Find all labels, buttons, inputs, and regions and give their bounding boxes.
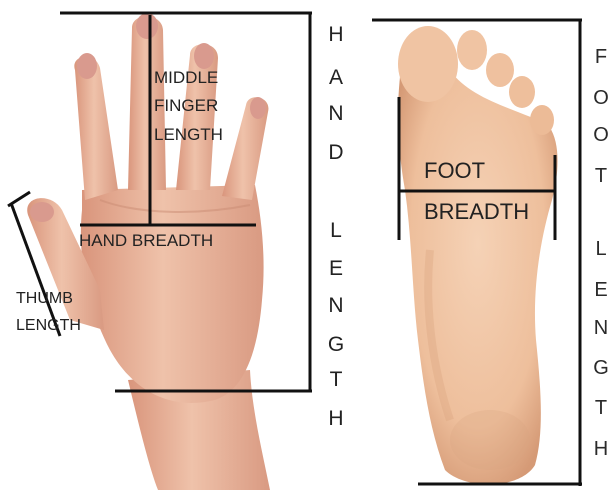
vertical-letter: N (328, 102, 343, 125)
vertical-letter: O (593, 87, 609, 109)
palm (81, 185, 264, 403)
middle-finger-length-label: MIDDLE FINGER LENGTH (154, 68, 223, 144)
vertical-letter: F (595, 46, 607, 68)
thumb-length-top-tick (8, 192, 30, 206)
middle-finger-length-line-2: FINGER (154, 96, 218, 115)
vertical-letter: H (328, 407, 343, 430)
middle-finger-length-line-1: MIDDLE (154, 68, 218, 87)
foot-length-vertical-label: F O O T L E N G T H (593, 46, 609, 460)
little-nail (250, 97, 266, 119)
little-toe (530, 105, 554, 135)
vertical-letter: N (328, 294, 343, 317)
vertical-letter: G (328, 333, 344, 356)
vertical-letter: T (330, 368, 343, 391)
vertical-letter: E (594, 279, 607, 301)
second-toe (457, 30, 487, 70)
index-finger (74, 56, 118, 200)
vertical-letter: A (329, 66, 343, 89)
vertical-letter: L (595, 238, 606, 260)
vertical-letter: D (328, 141, 343, 164)
big-toe (398, 26, 458, 102)
fourth-toe (509, 76, 535, 108)
vertical-letter: T (595, 397, 607, 419)
hand-length-vertical-label: H A N D L E N G T H (328, 23, 344, 430)
hand-breadth-label: HAND BREADTH (79, 231, 213, 250)
foot-breadth-line-1: FOOT (424, 158, 485, 183)
vertical-letter: H (328, 23, 343, 46)
thumb-length-line-2: LENGTH (16, 317, 81, 334)
middle-nail (136, 13, 158, 39)
vertical-letter: L (330, 219, 342, 242)
third-toe (486, 53, 514, 87)
vertical-letter: H (594, 438, 608, 460)
ring-nail (194, 43, 214, 69)
vertical-letter: O (593, 124, 609, 146)
vertical-letter: E (329, 257, 343, 280)
middle-finger-length-line-3: LENGTH (154, 125, 223, 144)
foot-illustration (398, 26, 558, 484)
foot-breadth-line-2: BREADTH (424, 199, 529, 224)
vertical-letter: T (595, 165, 607, 187)
thumb-length-line-1: THUMB (16, 290, 73, 307)
thumb-nail (30, 202, 54, 222)
vertical-letter: N (594, 317, 608, 339)
index-nail (77, 53, 97, 79)
vertical-letter: G (593, 357, 609, 379)
ring-finger (176, 44, 218, 190)
